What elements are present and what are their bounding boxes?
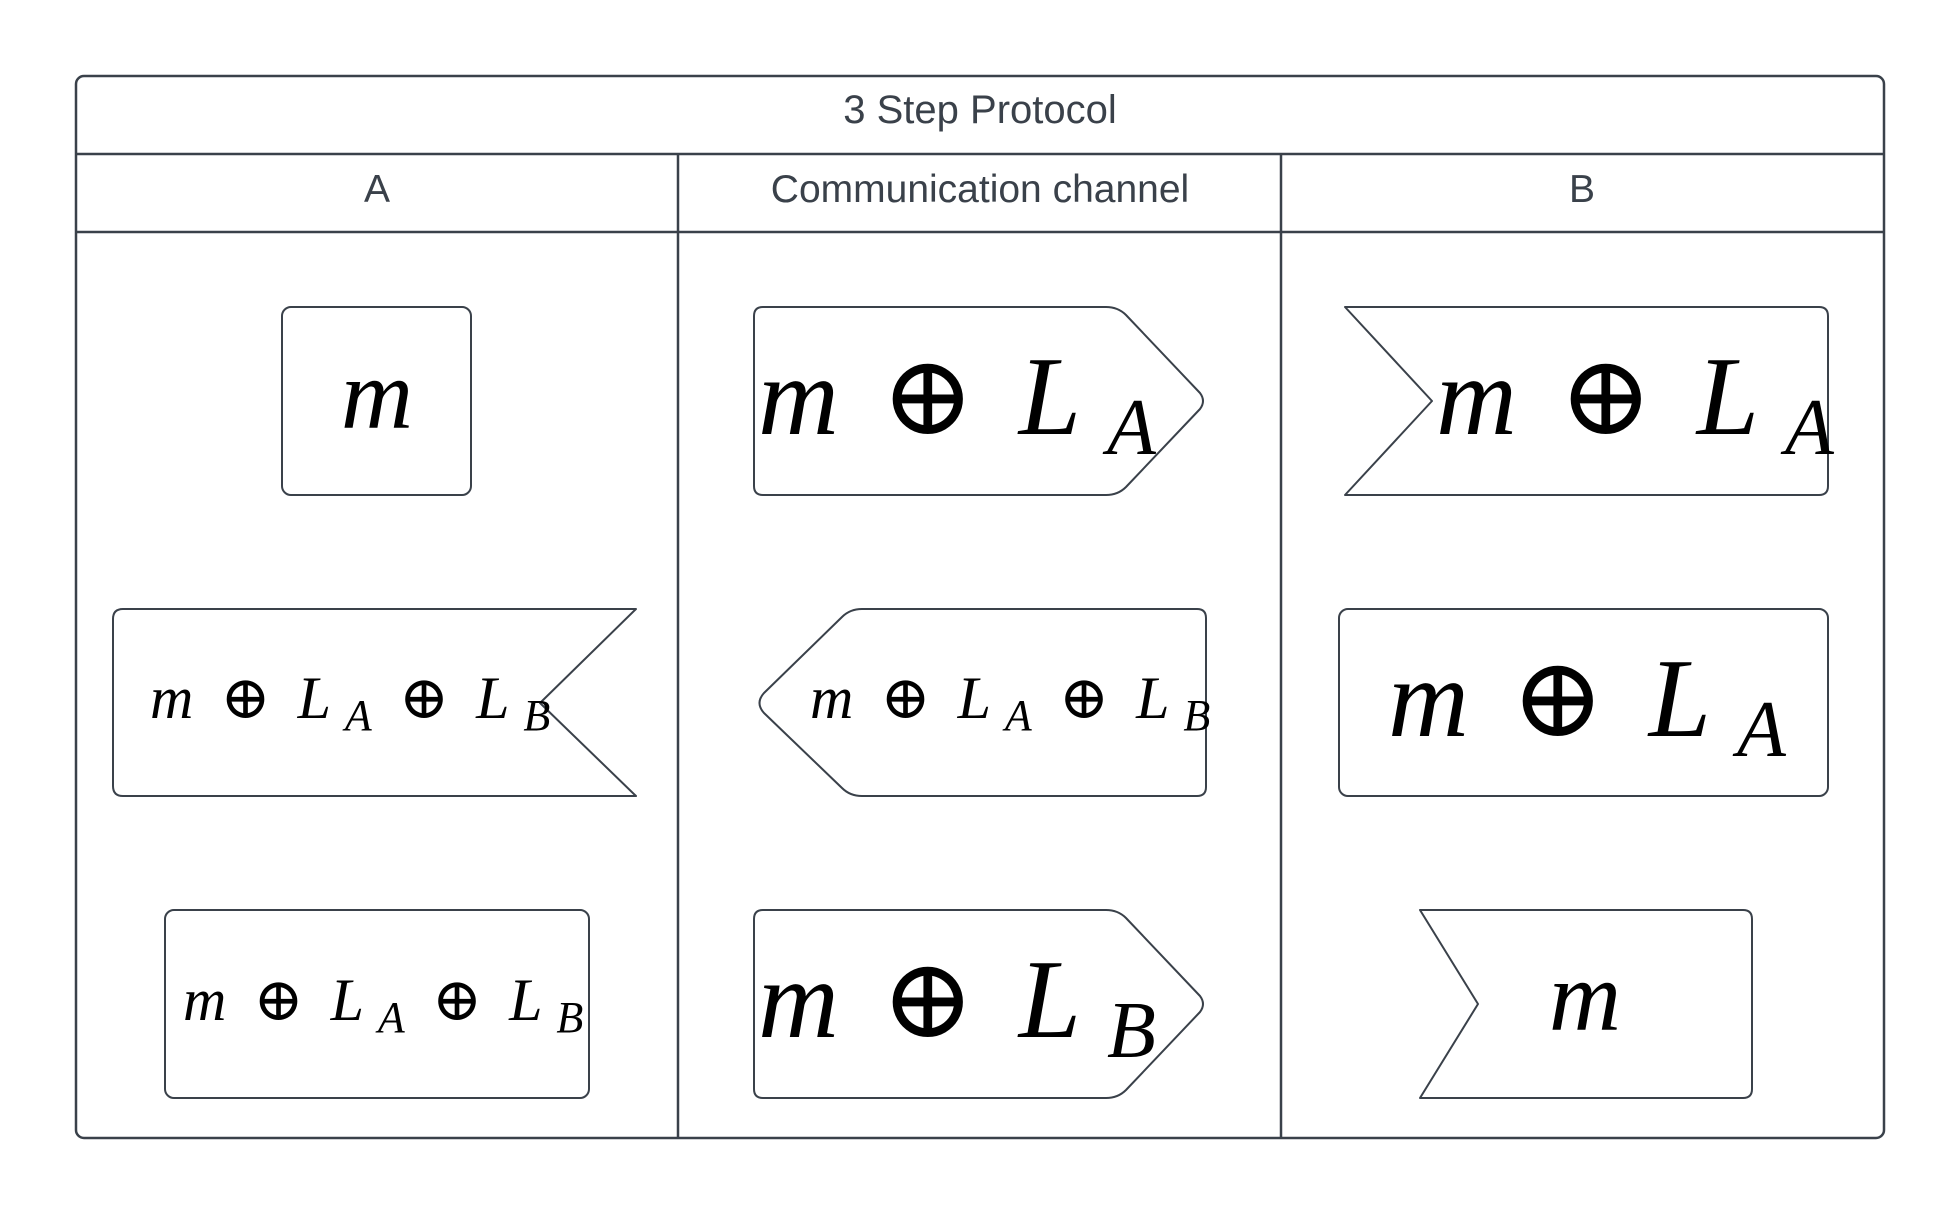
key-subscript-a: A — [1732, 686, 1787, 774]
column-header-a: A — [364, 168, 390, 211]
cell-b-step3: m — [1419, 909, 1753, 1099]
cell-channel-step3: m ⊕ L B — [753, 909, 1204, 1099]
left-arrow-box — [758, 608, 1207, 797]
table-border — [74, 74, 1886, 1140]
cell-b-step1: m ⊕ L A — [1344, 306, 1835, 496]
key-symbol: L — [1647, 637, 1709, 761]
key-symbol: L — [1017, 938, 1079, 1062]
key-subscript-a: A — [1780, 384, 1835, 472]
cell-b-step2: m ⊕ L A — [1338, 608, 1829, 797]
message-symbol: m — [810, 665, 853, 731]
cell-channel-step1: m ⊕ L A — [753, 306, 1204, 496]
message-symbol: m — [341, 339, 413, 450]
table-title: 3 Step Protocol — [843, 88, 1117, 132]
message-symbol: m — [758, 938, 839, 1062]
xor-operator: ⊕ — [881, 335, 975, 459]
message-symbol: m — [183, 967, 226, 1033]
key-subscript-b: B — [556, 993, 583, 1042]
xor-operator: ⊕ — [880, 665, 930, 731]
key-subscript-a: A — [375, 993, 406, 1042]
xor-operator: ⊕ — [1559, 335, 1653, 459]
svg-text:m ⊕ L A: m ⊕ L A — [1436, 335, 1835, 472]
xor-operator: ⊕ — [881, 938, 975, 1062]
svg-text:m ⊕ L A: m ⊕ L A — [1388, 637, 1787, 774]
svg-text:m ⊕ L A: m ⊕ L A ⊕ L B — [150, 665, 550, 743]
column-header-channel: Communication channel — [771, 168, 1189, 211]
xor-operator: ⊕ — [1059, 665, 1109, 731]
message-box — [1338, 608, 1829, 797]
incoming-arrow-box — [1344, 306, 1829, 496]
svg-text:m: m — [1549, 941, 1621, 1052]
key-symbol: L — [330, 967, 363, 1033]
key-symbol: L — [297, 665, 330, 731]
xor-operator: ⊕ — [253, 967, 303, 1033]
message-symbol: m — [150, 665, 193, 731]
key-subscript-a: A — [1102, 384, 1157, 472]
column-header-b: B — [1569, 168, 1595, 211]
key-subscript-b: B — [1107, 987, 1156, 1075]
key-subscript-a: A — [342, 691, 373, 740]
message-symbol: m — [1436, 335, 1517, 459]
key-symbol: L — [508, 967, 541, 1033]
svg-text:m ⊕ L A: m ⊕ L A ⊕ L B — [183, 967, 583, 1045]
svg-text:m ⊕ L A: m ⊕ L A ⊕ L B — [810, 665, 1210, 743]
key-symbol: L — [1695, 335, 1757, 459]
svg-text:m: m — [341, 339, 413, 450]
key-symbol: L — [1135, 665, 1168, 731]
xor-operator: ⊕ — [432, 967, 482, 1033]
message-box — [281, 306, 472, 496]
incoming-arrow-box — [112, 608, 637, 797]
cell-a-step1: m — [281, 306, 472, 496]
key-symbol: L — [1017, 335, 1079, 459]
key-symbol: L — [957, 665, 990, 731]
right-arrow-box — [753, 909, 1204, 1099]
key-subscript-b: B — [523, 691, 550, 740]
table-frame — [74, 74, 1886, 1140]
message-symbol: m — [1388, 637, 1469, 761]
message-symbol: m — [758, 335, 839, 459]
svg-text:m ⊕ L B: m ⊕ L B — [758, 938, 1156, 1075]
message-symbol: m — [1549, 941, 1621, 1052]
xor-operator: ⊕ — [399, 665, 449, 731]
cell-a-step2: m ⊕ L A ⊕ L B — [112, 608, 637, 797]
xor-operator: ⊕ — [220, 665, 270, 731]
key-symbol: L — [475, 665, 508, 731]
incoming-arrow-box — [1419, 909, 1753, 1099]
right-arrow-box — [753, 306, 1204, 496]
svg-text:m ⊕ L A: m ⊕ L A — [758, 335, 1157, 472]
cell-a-step3: m ⊕ L A ⊕ L B — [164, 909, 590, 1099]
key-subscript-b: B — [1183, 691, 1210, 740]
key-subscript-a: A — [1002, 691, 1033, 740]
message-box — [164, 909, 590, 1099]
xor-operator: ⊕ — [1511, 637, 1605, 761]
cell-channel-step2: m ⊕ L A ⊕ L B — [758, 608, 1210, 797]
